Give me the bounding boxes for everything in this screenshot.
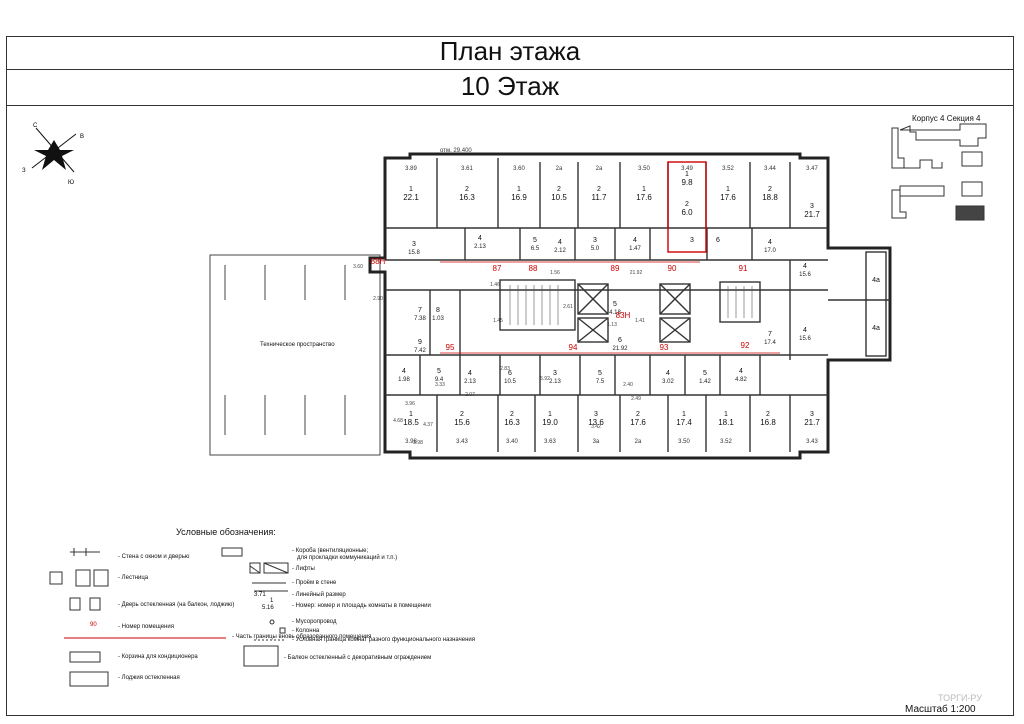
legend-opening: - Проём в стене	[292, 580, 337, 586]
legend-balcony: - Балкон остекленный с декоративным огра…	[284, 655, 432, 661]
legend-premise-number: - Номер помещения	[118, 624, 174, 630]
legend-premise-sample: 90	[90, 622, 97, 628]
legend-dim-sample: 3.71	[254, 592, 266, 598]
legend-boundary: - Часть границы вновь образованного поме…	[232, 634, 372, 640]
page-title: План этажа	[6, 36, 1014, 70]
legend-room-boundary: - Условная граница комнат разного функци…	[292, 637, 476, 643]
legend-garbage-chute: - Мусоропровод	[292, 619, 337, 625]
drawing-frame	[6, 36, 1014, 716]
technical-space-label: Техническое пространство	[260, 342, 335, 348]
elevation-label: отм. 29.400	[440, 148, 472, 154]
legend-ducts: - Короба (вентиляционные;	[292, 548, 369, 554]
section-label: Корпус 4 Секция 4	[912, 114, 981, 123]
legend-room-area-sample: 5.16	[262, 605, 274, 611]
scale-label: Масштаб 1:200	[905, 704, 976, 715]
legend-column: - Колонна	[292, 628, 320, 634]
legend-linear-dim: - Линейный размер	[292, 592, 346, 598]
legend-stairs: - Лестница	[118, 575, 149, 581]
legend-lifts: - Лифты	[292, 566, 315, 572]
floor-title: 10 Этаж	[6, 70, 1014, 106]
watermark: ТОРГИ-РУ	[938, 693, 982, 703]
legend-ac-basket: - Корзина для кондиционера	[118, 654, 198, 660]
legend-glass-door: - Дверь остекленная (на балкон, лоджию)	[118, 602, 235, 608]
legend-loggia: - Лоджия остекленная	[118, 675, 180, 681]
legend-room-num-sample: 1	[270, 598, 274, 604]
legend-title: Условные обозначения:	[176, 527, 276, 537]
legend-room-number: - Номер: номер и площадь комнаты в помещ…	[292, 603, 431, 609]
legend-wall: - Стена с окном и дверью	[118, 554, 190, 560]
legend-ducts-2: для прокладки коммуникаций и т.п.)	[297, 555, 398, 561]
